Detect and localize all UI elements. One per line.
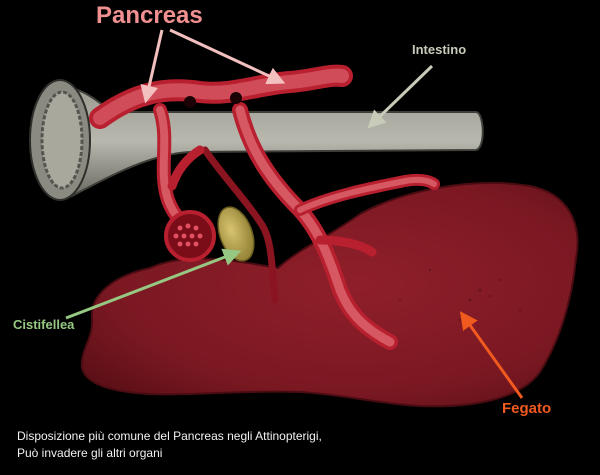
bile-duct xyxy=(201,146,279,304)
liver-texture xyxy=(399,268,522,322)
fegato-arrow xyxy=(459,311,524,399)
liver-shape xyxy=(80,181,579,408)
pancreas-label: Pancreas xyxy=(96,2,203,29)
pancreas-arrow xyxy=(169,28,286,85)
intestino-arrow xyxy=(367,64,434,129)
pancreas-arrow xyxy=(140,29,164,104)
gallbladder-shape xyxy=(217,206,255,262)
intestino-label: Intestino xyxy=(412,42,467,57)
intestine-lumen xyxy=(40,90,84,190)
pancreas-duct-dot xyxy=(184,96,196,108)
caption-line-2: Può invadere gli altri organi xyxy=(17,446,163,460)
cistifellea-arrow xyxy=(65,248,242,320)
caption-line-1: Disposizione più comune del Pancreas neg… xyxy=(17,429,322,443)
cistifellea-label: Cistifellea xyxy=(13,317,75,332)
fegato-label: Fegato xyxy=(502,400,552,417)
spleen-structure xyxy=(164,210,216,262)
caption: Disposizione più comune del Pancreas neg… xyxy=(17,428,322,462)
pancreas-duct-dot xyxy=(230,92,242,104)
